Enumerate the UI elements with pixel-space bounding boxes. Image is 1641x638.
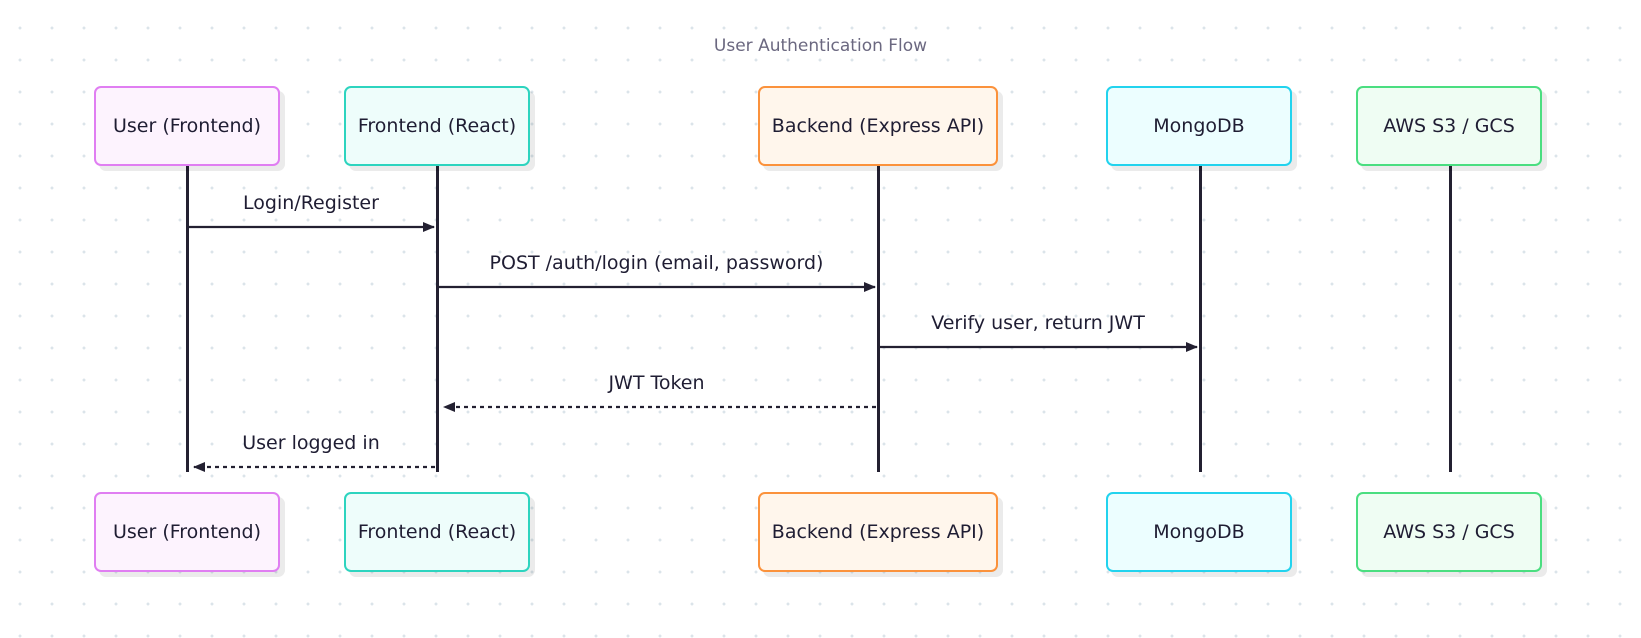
participant-frontend-top[interactable]: Frontend (React) [344, 86, 530, 166]
participant-mongodb-top[interactable]: MongoDB [1106, 86, 1292, 166]
lifeline-backend [877, 160, 880, 472]
lifeline-mongodb [1199, 160, 1202, 472]
message-label-user-logged-in: User logged in [242, 432, 380, 454]
participant-mongodb-bottom[interactable]: MongoDB [1106, 492, 1292, 572]
lifeline-storage [1449, 160, 1452, 472]
participant-backend-bottom[interactable]: Backend (Express API) [758, 492, 998, 572]
lifeline-frontend [436, 160, 439, 472]
message-label-verify-user: Verify user, return JWT [931, 312, 1145, 334]
participant-storage-top[interactable]: AWS S3 / GCS [1356, 86, 1542, 166]
message-label-post-auth-login: POST /auth/login (email, password) [489, 252, 824, 274]
message-label-login-register: Login/Register [243, 192, 379, 214]
diagram-title: User Authentication Flow [713, 36, 928, 56]
participant-storage-bottom[interactable]: AWS S3 / GCS [1356, 492, 1542, 572]
participant-user-top[interactable]: User (Frontend) [94, 86, 280, 166]
participant-user-bottom[interactable]: User (Frontend) [94, 492, 280, 572]
participant-frontend-bottom[interactable]: Frontend (React) [344, 492, 530, 572]
lifeline-user [186, 160, 189, 472]
participant-backend-top[interactable]: Backend (Express API) [758, 86, 998, 166]
message-label-jwt-token: JWT Token [608, 372, 705, 394]
